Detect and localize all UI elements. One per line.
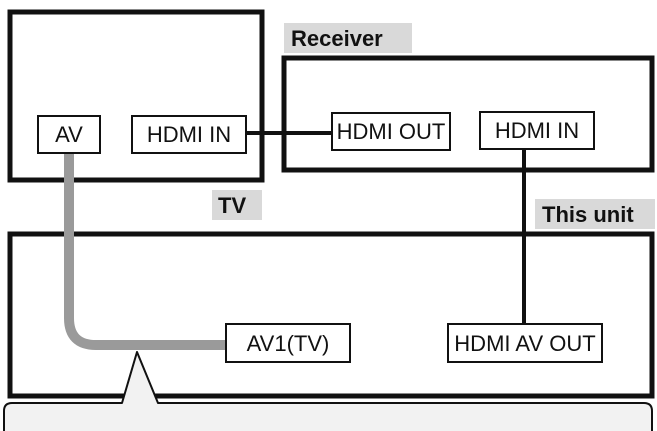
tv-hdmi-in-port: HDMI IN [131,115,247,154]
unit-av1-port-label: AV1(TV) [247,331,330,356]
receiver-hdmi-out-port: HDMI OUT [331,112,451,151]
tv-av-port: AV [37,115,101,154]
tv-box [7,9,265,183]
tv-label-tag: TV [212,190,262,220]
tv-hdmi-in-port-label: HDMI IN [147,122,231,147]
tv-av-port-label: AV [55,122,83,147]
unit-hdmi-av-out-port: HDMI AV OUT [447,323,603,363]
this-unit-box [7,231,655,399]
unit-av1-port: AV1(TV) [225,323,351,363]
receiver-hdmi-in-port: HDMI IN [479,111,595,150]
this-unit-label: This unit [542,202,634,227]
callout-bubble [3,351,653,431]
this-unit-label-tag: This unit [535,199,655,229]
receiver-hdmi-in-port-label: HDMI IN [495,118,579,143]
unit-hdmi-av-out-port-label: HDMI AV OUT [454,331,595,356]
tv-label: TV [218,193,246,218]
av-cable [64,152,226,350]
receiver-label-tag: Receiver [284,23,412,53]
receiver-hdmi-out-port-label: HDMI OUT [337,119,446,144]
receiver-label: Receiver [291,26,383,51]
